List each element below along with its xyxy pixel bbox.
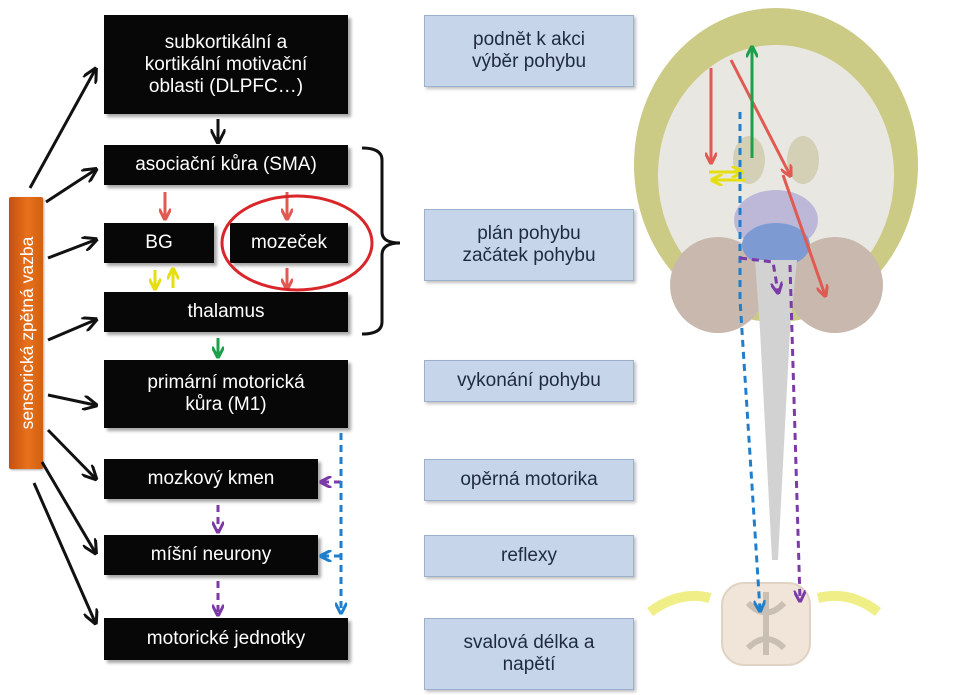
spinal-nerve-right <box>816 590 882 617</box>
feedback-arrow-m1 <box>47 393 95 405</box>
reflexes-box: reflexy <box>424 535 634 577</box>
feedback-arrow-bg <box>47 240 95 260</box>
stimulus-box: podnět k akci výběr pohybu <box>424 15 634 87</box>
subcortical-line-3: oblasti (DLPFC…) <box>148 75 304 97</box>
postural-label: opěrná motorika <box>460 469 598 490</box>
thalamus-label: thalamus <box>187 301 265 322</box>
cerebellum-right <box>787 237 883 333</box>
blue-dashed-arrows <box>322 433 341 612</box>
motor-units-box: motorické jednotky <box>104 618 348 660</box>
brain-illustration <box>634 8 918 666</box>
reflexes-label: reflexy <box>501 545 557 566</box>
sma-label: asociační kůra (SMA) <box>135 154 317 175</box>
primary-motor-cortex-box: primární motorická kůra (M1) <box>104 360 348 428</box>
execution-label: vykonání pohybu <box>457 370 601 391</box>
sensory-feedback-bar <box>9 197 43 469</box>
feedback-arrow-sma <box>45 170 95 204</box>
m1-line-1: primární motorická <box>147 372 305 393</box>
plan-line-2: začátek pohybu <box>462 245 596 266</box>
brain-red-arrow-3 <box>781 174 825 295</box>
postural-motor-box: opěrná motorika <box>424 459 634 501</box>
brainstem-spinal-cord <box>755 260 797 560</box>
bg-label: BG <box>145 232 173 253</box>
brainstem-label: mozkový kmen <box>147 468 275 489</box>
cerebellum-label: mozeček <box>250 232 328 253</box>
muscle-line-2: napětí <box>502 654 556 675</box>
thalamus-box: thalamus <box>104 292 348 332</box>
spinal-neurons-box: míšní neurony <box>104 535 318 575</box>
bracket <box>361 146 401 336</box>
brain-purple-dashed-path-2 <box>788 264 800 600</box>
basal-ganglia-box: BG <box>104 223 214 263</box>
cerebellum-highlight-ellipse <box>220 194 374 292</box>
brain-red-arrow-2 <box>729 59 790 175</box>
feedback-arrow-motor-units <box>32 482 95 622</box>
feedback-arrow-subcortical <box>28 70 95 189</box>
movement-plan-box: plán pohybu začátek pohybu <box>424 209 634 281</box>
subcortical-motivation-box: subkortikální a kortikální motivační obl… <box>104 15 348 114</box>
plan-line-1: plán pohybu <box>477 223 581 244</box>
pons-region <box>742 223 810 267</box>
brain-blue-dashed-path <box>738 112 760 610</box>
stimulus-line-1: podnět k akci <box>473 29 585 50</box>
association-cortex-sma-box: asociační kůra (SMA) <box>104 145 348 185</box>
feedback-arrow-spinal <box>40 461 95 552</box>
brain-purple-dashed-path-1 <box>739 256 778 292</box>
brainstem-box: mozkový kmen <box>104 459 318 499</box>
spinal-neurons-label: míšní neurony <box>150 544 272 565</box>
muscle-line-1: svalová délka a <box>463 632 595 653</box>
stimulus-line-2: výběr pohybu <box>471 51 587 72</box>
feedback-arrow-brainstem <box>46 428 95 478</box>
subcortical-line-1: subkortikální a <box>164 31 288 53</box>
feedback-arrows <box>28 70 95 622</box>
cerebellum-box: mozeček <box>230 223 348 263</box>
basal-ganglia-right <box>787 136 819 184</box>
purple-dashed-arrows <box>218 482 341 614</box>
muscle-length-tension-box: svalová délka a napětí <box>424 618 634 690</box>
feedback-arrow-thalamus <box>47 320 95 342</box>
m1-line-2: kůra (M1) <box>185 394 267 415</box>
motor-units-label: motorické jednotky <box>146 628 306 649</box>
basal-ganglia-left <box>733 136 765 184</box>
subcortical-line-2: kortikální motivační <box>144 53 308 75</box>
movement-execution-box: vykonání pohybu <box>424 360 634 402</box>
spinal-nerve-left <box>647 590 712 617</box>
